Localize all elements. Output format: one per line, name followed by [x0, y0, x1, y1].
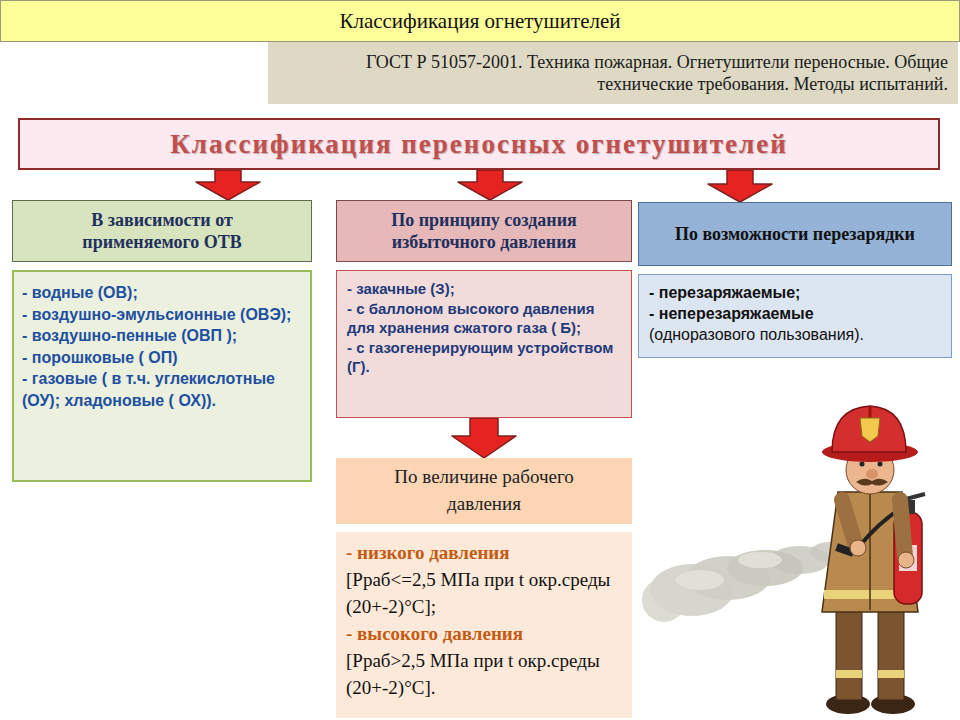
box-text: - воздушно-пенные (ОВП );: [22, 325, 302, 347]
box-text: В зависимости от применяемого ОТВ: [35, 209, 289, 254]
category-box: По возможности перезарядки: [638, 202, 952, 266]
box-text: - с газогенерирующим устройством (Г).: [347, 338, 621, 377]
firefighter-figure-part: [856, 479, 888, 486]
extinguisher-spray-part: [676, 570, 724, 590]
box-text: [Рраб<=2,5 МПа при t окр.среды (20+-2)°C…: [346, 567, 622, 621]
firefighter-figure-part: [878, 600, 904, 700]
box-text: (одноразового пользования).: [649, 325, 941, 346]
box-text: - низкого давления: [346, 540, 622, 567]
box-text: По величине рабочего давления: [366, 464, 602, 517]
box-text: - воздушно-эмульсионные (ОВЭ);: [22, 304, 302, 326]
box-text: - неперезаряжаемые: [649, 304, 941, 325]
heading-box: Классификация переносных огнетушителей: [18, 118, 940, 170]
firefighter-figure-part: [836, 670, 862, 678]
firefighter-figure-part: [842, 500, 856, 546]
box-text: - закачные (З);: [347, 279, 621, 299]
box-text: - водные (ОВ);: [22, 282, 302, 304]
category-box: - водные (ОВ);- воздушно-эмульсионные (О…: [12, 270, 312, 482]
category-box: - закачные (З);- с баллоном высокого дав…: [336, 270, 632, 418]
box-text: По принципу создания избыточного давлени…: [359, 209, 609, 254]
firefighter-figure-part: [860, 418, 880, 442]
box-text: - порошковые ( ОП): [22, 347, 302, 369]
firefighter-figure-part: [832, 406, 906, 452]
firefighter-figure-part: [878, 670, 904, 678]
category-box: - перезаряжаемые;- неперезаряжаемые(одно…: [638, 274, 952, 358]
firefighter-figure-part: [898, 552, 914, 568]
firefighter-figure-part: [869, 494, 871, 610]
block-arrow: [452, 418, 516, 458]
firefighter-figure-part: [836, 600, 862, 700]
category-box: В зависимости от применяемого ОТВ: [12, 200, 312, 262]
category-box: По принципу создания избыточного давлени…: [336, 200, 632, 262]
block-arrow: [458, 170, 522, 200]
box-text: - с баллоном высокого давления для хране…: [347, 299, 621, 338]
extinguisher-spray: [642, 542, 850, 622]
category-box: По величине рабочего давления: [336, 458, 632, 524]
box-text: [Рраб>2,5 МПа при t окр.среды (20+-2)°C]…: [346, 648, 622, 702]
box-text: Классификация переносных огнетушителей: [30, 129, 928, 160]
box-text: По возможности перезарядки: [661, 223, 929, 246]
firefighter-figure-part: [850, 540, 866, 556]
slide-title: Классификация огнетушителей: [0, 0, 960, 42]
firefighter-figure-part: [869, 406, 872, 418]
box-text: - высокого давления: [346, 621, 622, 648]
firefighter-figure-part: [878, 462, 883, 467]
box-text: - перезаряжаемые;: [649, 283, 941, 304]
firefighter-figure: [822, 406, 925, 714]
extinguisher-spray-part: [738, 552, 782, 568]
box-text: ГОСТ Р 51057-2001. Техника пожарная. Огн…: [308, 51, 948, 96]
firefighter-figure-part: [860, 462, 865, 467]
heading-box: ГОСТ Р 51057-2001. Техника пожарная. Огн…: [268, 42, 958, 104]
block-arrow: [708, 170, 772, 202]
block-arrow: [196, 170, 260, 200]
firefighter-figure-part: [900, 500, 905, 556]
firefighter-figure-part: [866, 469, 878, 479]
category-box: - низкого давления[Рраб<=2,5 МПа при t о…: [336, 532, 632, 718]
box-text: - газовые ( в т.ч. углекислотные (ОУ); х…: [22, 368, 302, 411]
